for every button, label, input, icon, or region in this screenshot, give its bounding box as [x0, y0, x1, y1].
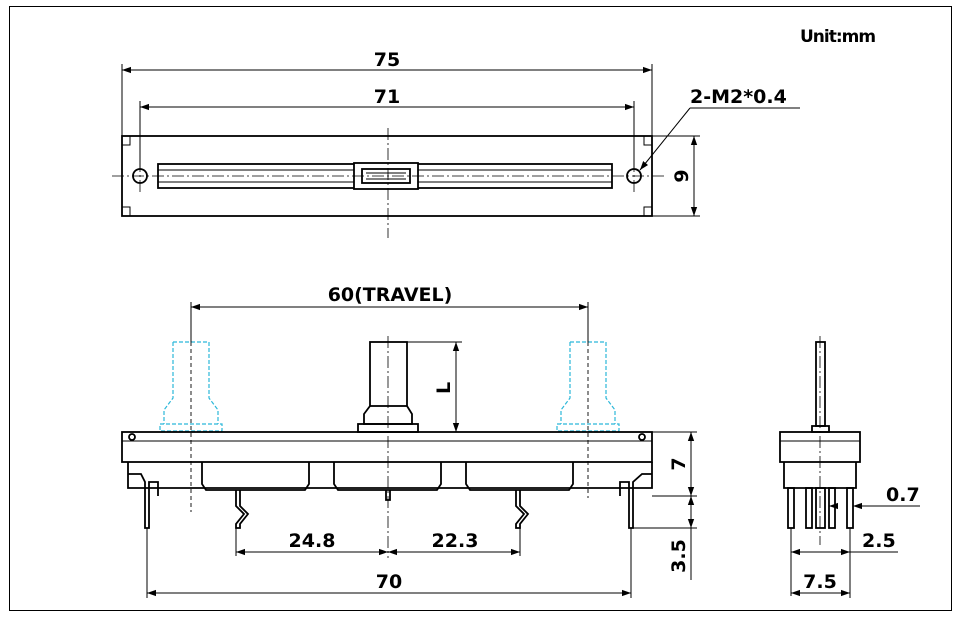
- side-pin-3: [828, 487, 836, 529]
- dim-pin-width: 0.7: [886, 484, 920, 506]
- front-rivet-left: [128, 433, 136, 441]
- mount-leg-left: [128, 473, 159, 529]
- side-pin-1: [787, 487, 795, 529]
- top-knob-grip: [366, 172, 406, 180]
- side-view: 0.7 2.5 7.5: [779, 336, 920, 598]
- dim-travel: 60(TRAVEL): [328, 284, 453, 306]
- thread-leader: [639, 107, 691, 171]
- unit-label: Unit:mm: [800, 27, 875, 47]
- dim-side-width: 7.5: [803, 571, 837, 593]
- front-body: [121, 431, 653, 463]
- thread-callout: 2-M2*0.4: [690, 86, 787, 108]
- drawing-frame: [9, 6, 952, 611]
- dim-lever-height: L: [433, 382, 455, 394]
- dim-hole-spacing: 71: [374, 86, 400, 108]
- dim-terminal-left-spacing: 24.8: [289, 530, 336, 552]
- segment-center: [333, 462, 442, 491]
- dim-terminal-right-spacing: 22.3: [432, 530, 479, 552]
- side-pin-2: [805, 487, 813, 529]
- dim-width: 9: [671, 169, 693, 182]
- terminal-left: [235, 490, 250, 529]
- terminal-right: [515, 490, 530, 529]
- lever-ghost-left: [159, 341, 223, 432]
- side-lever-rod: [815, 341, 826, 427]
- top-notches: [122, 136, 652, 216]
- front-rivet-right: [638, 433, 646, 441]
- lever-ghost-right: [556, 341, 620, 432]
- side-pin-center: [815, 487, 826, 529]
- lever-shaft: [369, 341, 408, 407]
- dim-overall-length: 75: [374, 49, 400, 71]
- front-bracket: [127, 462, 653, 489]
- side-pin-4: [846, 487, 854, 529]
- top-view: 75 71 2-M2*0.4 9: [112, 49, 800, 238]
- dim-pin-pitch: 2.5: [862, 530, 896, 552]
- dim-pin-length: 3.5: [668, 539, 690, 573]
- front-view: 60(TRAVEL) L 7 3.5 24.8 22.3 70: [121, 284, 697, 598]
- segment-right: [465, 462, 574, 491]
- dim-body-height: 7: [668, 457, 690, 470]
- dim-mount-spacing: 70: [376, 571, 402, 593]
- mount-leg-right: [619, 473, 652, 529]
- segment-left: [201, 462, 310, 491]
